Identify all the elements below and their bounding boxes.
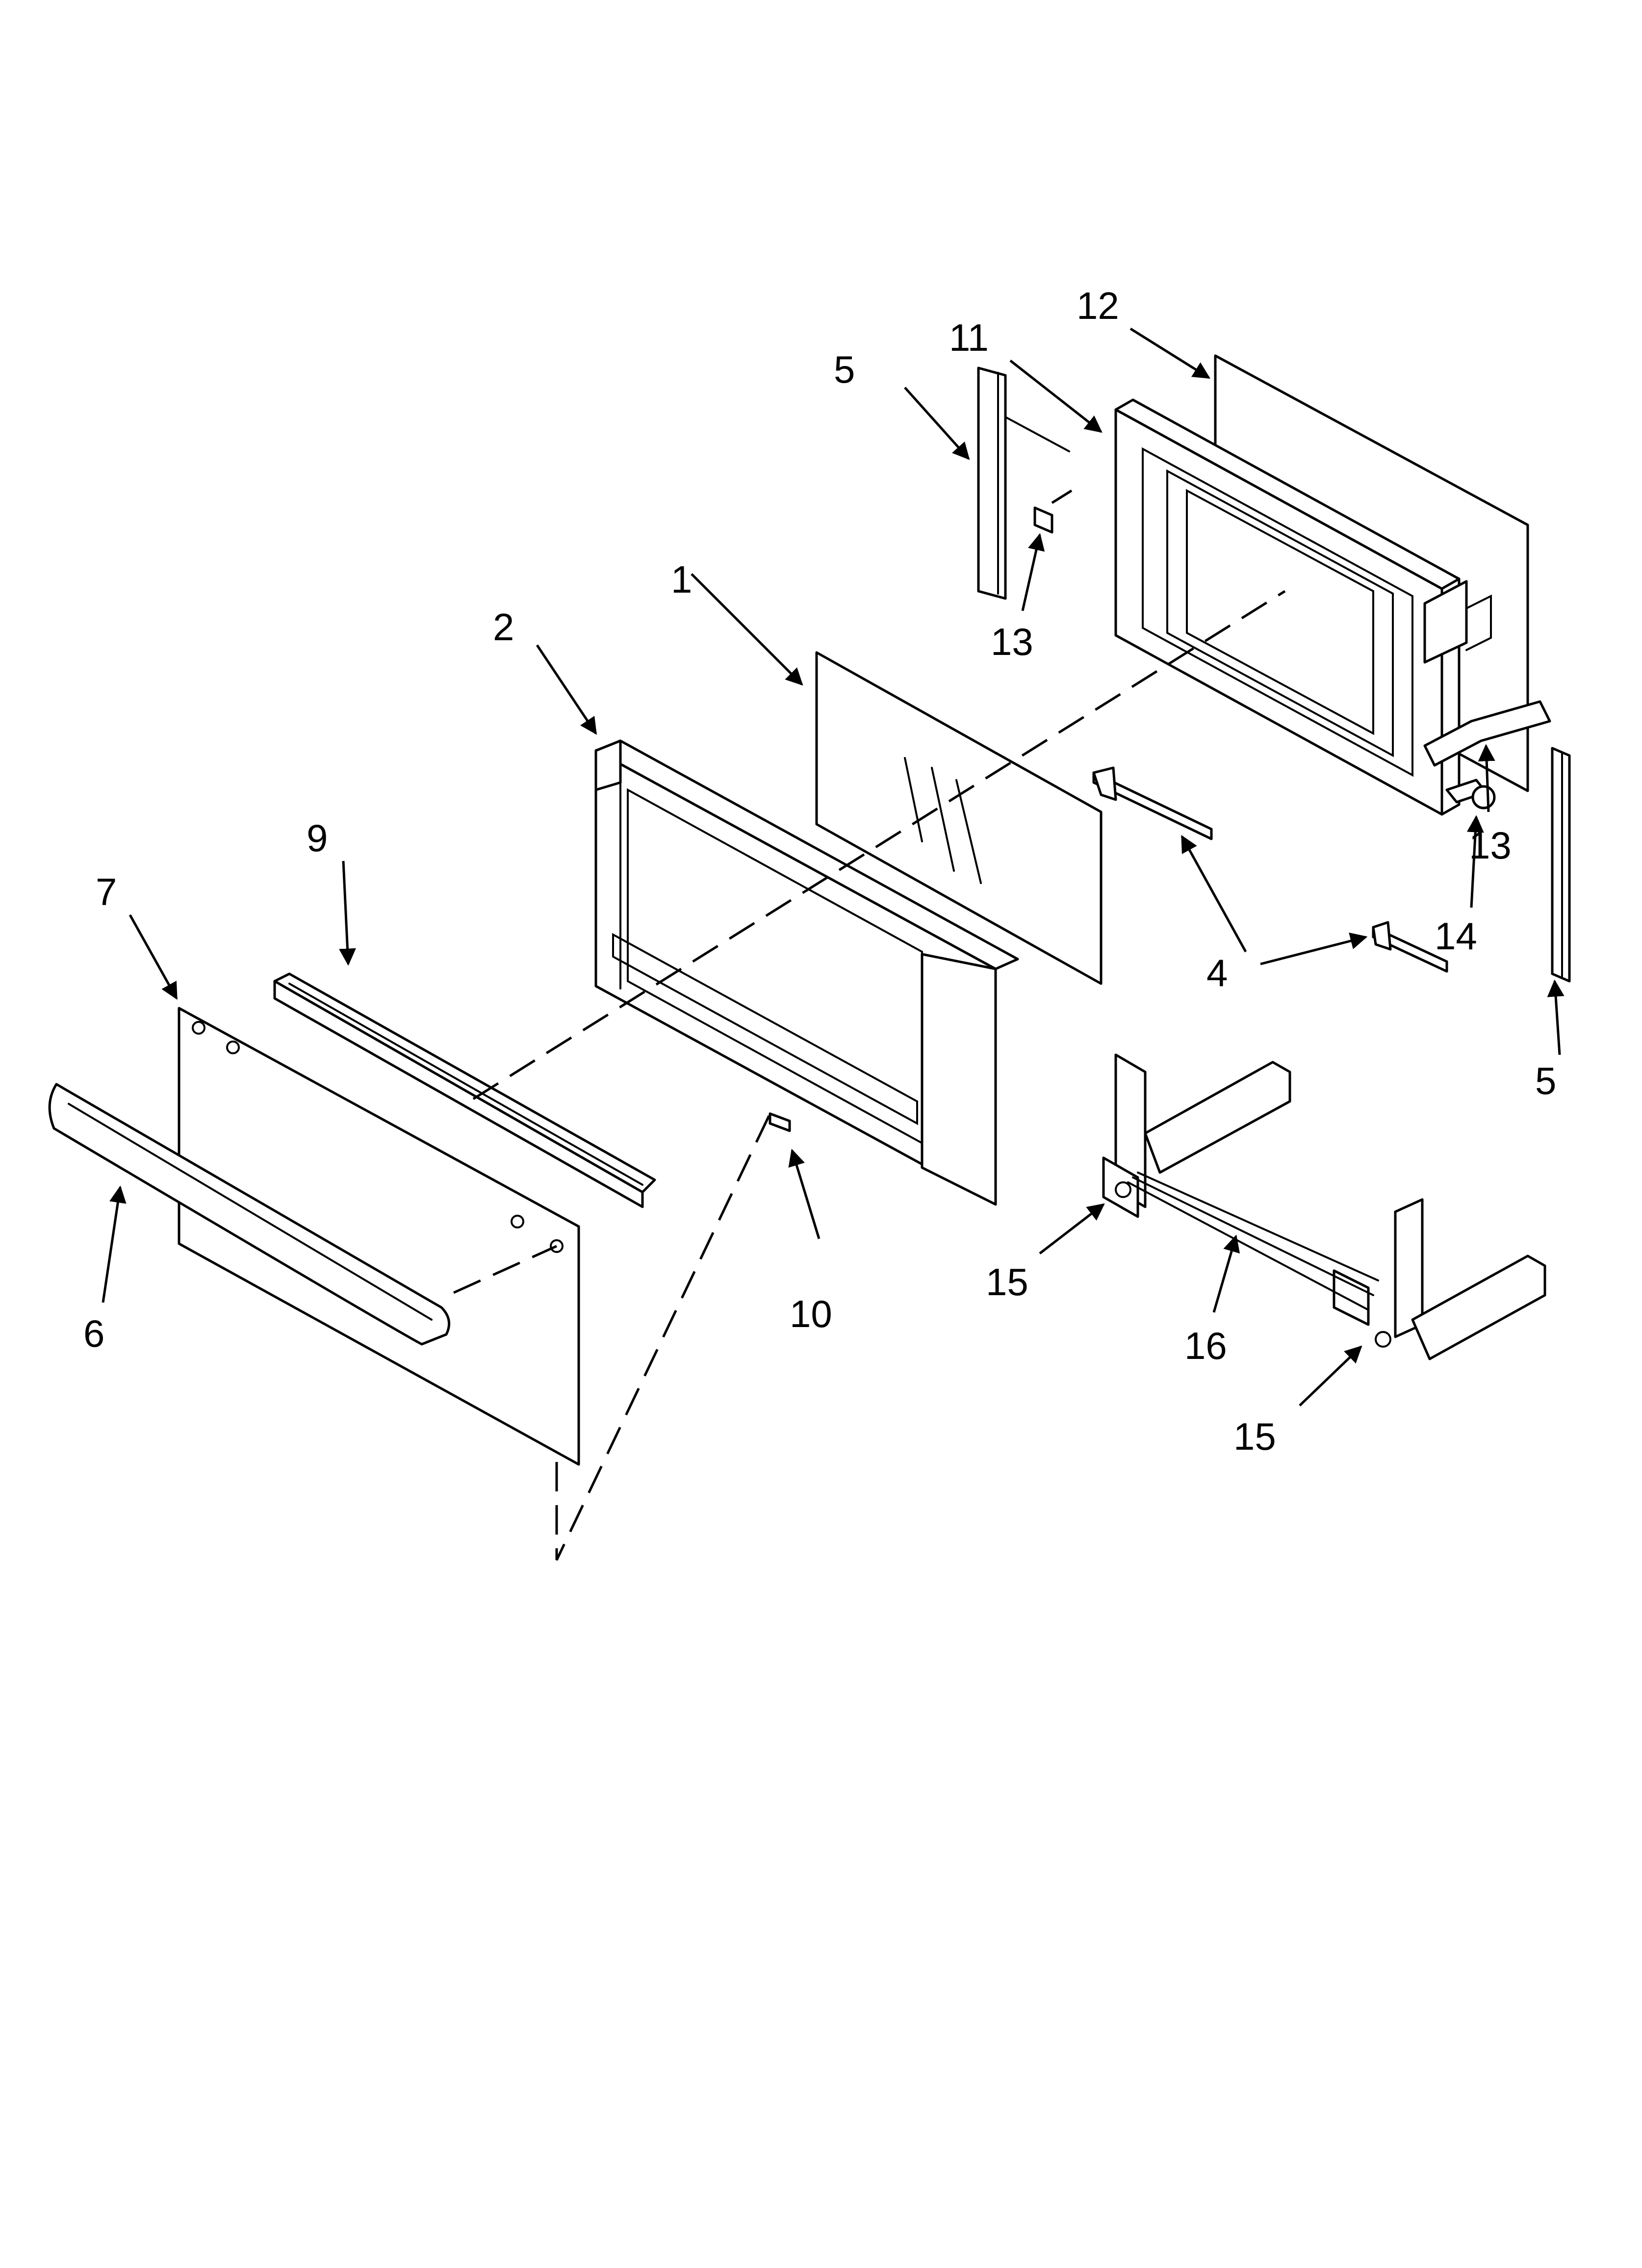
- callout-7: 7: [96, 870, 117, 913]
- part-15-lower-hinge: [1333, 1198, 1546, 1360]
- part-10-clip: [769, 1112, 791, 1132]
- callout-15-lower: 15: [1233, 1415, 1276, 1458]
- part-16-hinge-wires: [1127, 1172, 1379, 1311]
- part-13-clip: [1033, 506, 1053, 534]
- callout-11: 11: [949, 316, 989, 359]
- callout-1: 1: [671, 558, 692, 601]
- part-1-door-glass: [815, 651, 1103, 985]
- callout-15-upper: 15: [986, 1260, 1028, 1303]
- callout-2: 2: [493, 605, 514, 649]
- part-11-inner-door-frame: [1114, 398, 1551, 816]
- part-4-lower-bracket: [1372, 921, 1448, 973]
- callout-14: 14: [1435, 914, 1477, 958]
- callout-6: 6: [83, 1312, 104, 1355]
- part-5-left-side-strip: [977, 366, 1070, 600]
- callout-13-right: 13: [1469, 824, 1512, 867]
- callout-9: 9: [307, 816, 328, 860]
- callout-5-left: 5: [834, 348, 855, 391]
- part-4-upper-bracket: [1092, 766, 1213, 840]
- callout-labels: 1 2 4 5 5 6 7 9 10 11 12 13 13 14 15 15 …: [83, 284, 1556, 1458]
- callout-12: 12: [1077, 284, 1119, 327]
- callout-16: 16: [1184, 1324, 1227, 1367]
- part-15-upper-hinge: [1102, 1053, 1291, 1218]
- part-5-right-side-strip: [1551, 747, 1571, 983]
- callout-10: 10: [790, 1292, 832, 1335]
- part-6-handle: [48, 1083, 451, 1346]
- part-2-outer-door-frame: [594, 739, 1019, 1206]
- assembly-dashed-lines: [453, 489, 1286, 1561]
- part-9-trim-strip: [273, 972, 656, 1208]
- callout-13-left: 13: [991, 620, 1033, 663]
- leader-arrows: [102, 327, 1565, 1407]
- callout-4-upper: 4: [1206, 951, 1228, 994]
- callout-5-right: 5: [1535, 1059, 1556, 1102]
